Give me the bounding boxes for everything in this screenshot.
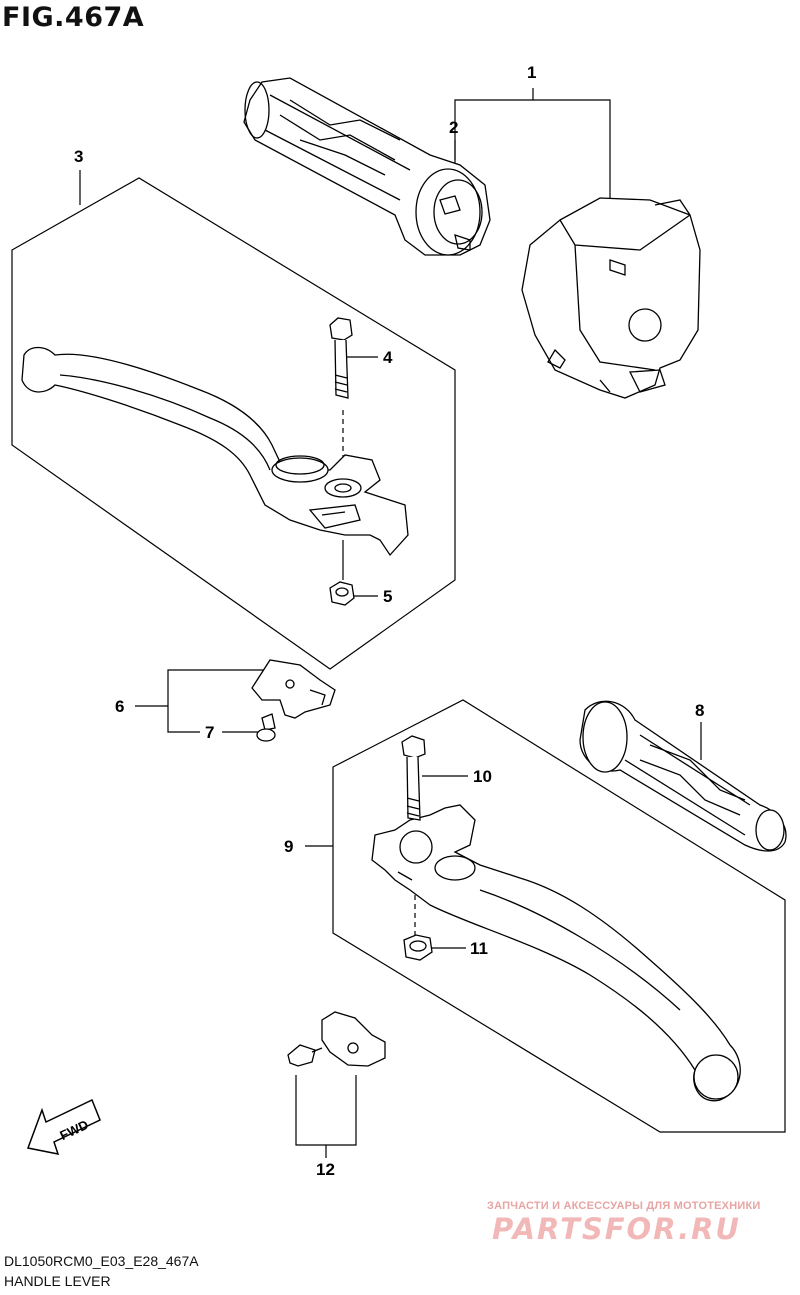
watermark-tagline: ЗАПЧАСТИ И АКСЕССУАРЫ ДЛЯ МОТОТЕХНИКИ [487, 1200, 761, 1212]
nut-11 [403, 934, 433, 961]
group-box-9 [332, 699, 786, 1133]
callout-7: 7 [205, 723, 214, 742]
figure-title: FIG.467A [2, 2, 145, 33]
brake-lever [371, 804, 741, 1102]
callout-1: 1 [527, 63, 536, 82]
figure-name: HANDLE LEVER [4, 1273, 111, 1289]
callout-8: 8 [695, 701, 704, 720]
watermark-logo: PARTSFOR.RU [492, 1212, 741, 1246]
callout-6: 6 [115, 697, 124, 716]
leader-lines [79, 88, 702, 1158]
right-grip [243, 77, 491, 256]
callout-numbers: 1 2 3 4 5 6 7 8 9 10 11 12 [74, 63, 704, 1179]
callout-10: 10 [473, 767, 492, 786]
callout-3: 3 [74, 147, 83, 166]
pivot-bolt-10 [401, 735, 426, 821]
callout-5: 5 [383, 587, 392, 606]
screw-7 [256, 713, 276, 742]
callout-2: 2 [449, 118, 458, 137]
clutch-switch-6 [251, 659, 336, 719]
nut-5 [329, 581, 355, 606]
left-grip [579, 700, 787, 852]
callout-12: 12 [316, 1160, 335, 1179]
throttle-housing [521, 197, 701, 399]
group-box-3 [11, 177, 456, 670]
pivot-bolt-4 [329, 317, 353, 399]
callout-11: 11 [470, 939, 488, 958]
callout-4: 4 [383, 348, 393, 367]
callout-9: 9 [284, 837, 293, 856]
figure-code: DL1050RCM0_E03_E28_467A [4, 1253, 199, 1269]
brake-switch-12 [287, 1011, 386, 1067]
clutch-lever [21, 346, 409, 557]
fwd-arrow-icon [26, 1098, 101, 1155]
